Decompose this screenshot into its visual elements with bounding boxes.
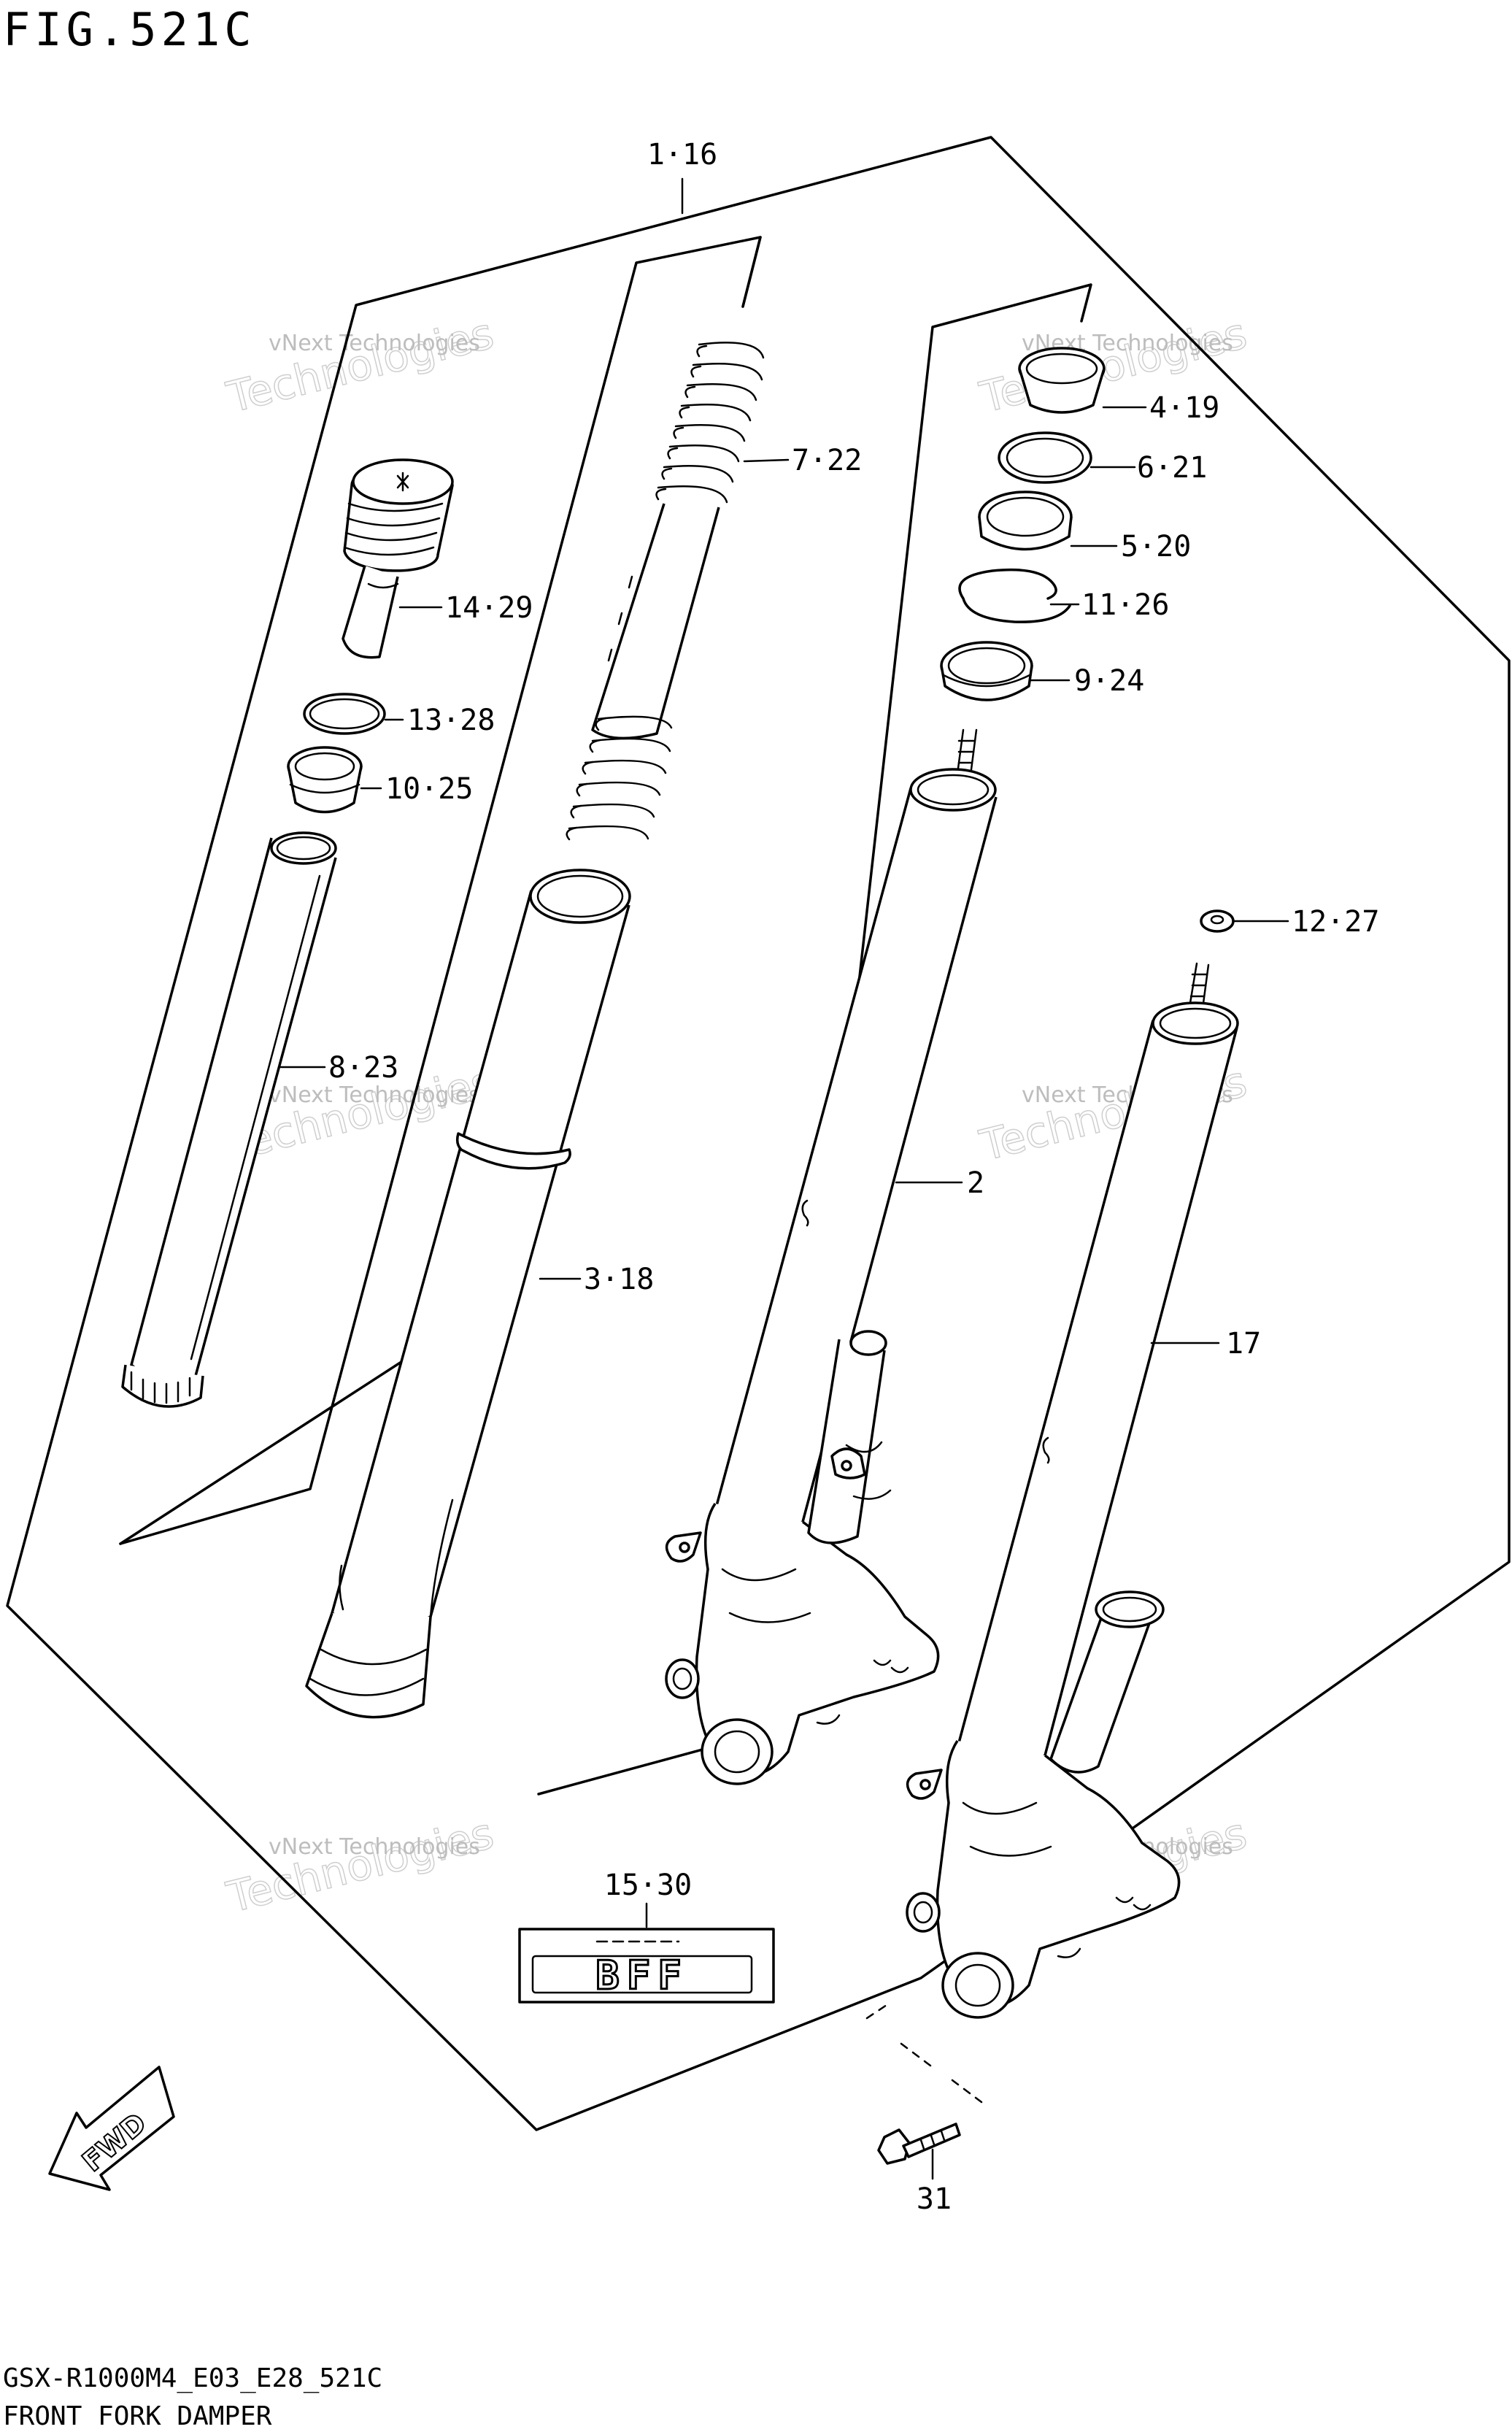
inner-tube-left-part [665, 728, 998, 1785]
callout-label: 13·28 [407, 704, 495, 737]
damper-cylinder-part [121, 831, 337, 1408]
watermark-small: vNext Technologies [269, 1082, 480, 1108]
fwd-arrow-icon: FWD [48, 2066, 175, 2191]
callout-label: 4·19 [1149, 391, 1219, 425]
callout-label: 8·23 [328, 1051, 398, 1085]
leader-lines [279, 177, 1289, 2180]
tube-panel-outline [119, 1342, 432, 1545]
circlip-part [958, 568, 1071, 623]
outer-tube-part [305, 869, 631, 1719]
callout-label: 10·25 [385, 772, 473, 806]
callout-label: 14·29 [445, 591, 533, 625]
nut-part [1200, 909, 1235, 933]
callout-label: 5·20 [1121, 530, 1191, 563]
washer-part [998, 431, 1092, 484]
callout-label: 3·18 [584, 1263, 654, 1296]
damper-panel-outline [537, 283, 1092, 1796]
dust-seal-part [1018, 347, 1106, 414]
callout-label: 1·16 [647, 138, 717, 172]
cap-bolt-part [342, 458, 454, 659]
inner-tube-right-part [906, 962, 1239, 2019]
figure-title: FIG.521C [3, 3, 256, 56]
callout-label: 6·21 [1137, 451, 1207, 485]
watermark-small: vNext Technologies [269, 1834, 480, 1860]
callout-label: 7·22 [792, 444, 862, 477]
bolt-part [865, 2002, 983, 2165]
oil-seal-part [978, 490, 1073, 551]
watermark-1: Technologies vNext Technologies [221, 308, 498, 423]
callout-label: 9·24 [1074, 664, 1144, 698]
callout-label: 31 [917, 2182, 952, 2216]
o-ring-part [303, 693, 386, 735]
callout-labels: 1·16 7·22 4·19 6·21 5·20 11·26 9·24 14·2… [328, 138, 1379, 2216]
decal-text: BFF [595, 1952, 689, 1998]
fork-spring-part [566, 342, 765, 841]
callout-label: 12·27 [1292, 905, 1379, 939]
assembly-outline [6, 136, 1511, 2131]
watermark-5: Technologies vNext Technologies [221, 1808, 498, 1923]
watermark-small: vNext Technologies [269, 331, 480, 356]
callout-label: 15·30 [604, 1869, 692, 1902]
diagram-caption: FRONT FORK DAMPER [3, 2401, 272, 2431]
bushing-part [940, 641, 1033, 701]
watermark-large: Technologies [222, 1808, 498, 1922]
watermark-large: Technologies [222, 308, 498, 422]
cartridge-panel-outline-top [741, 236, 762, 308]
callout-label: 17 [1226, 1327, 1261, 1361]
bff-decal-part: BFF [518, 1928, 775, 2004]
collar-part [287, 746, 363, 814]
model-code: GSX-R1000M4_E03_E28_521C [3, 2363, 382, 2393]
callout-label: 11·26 [1081, 588, 1169, 622]
callout-label: 2 [967, 1166, 984, 1200]
